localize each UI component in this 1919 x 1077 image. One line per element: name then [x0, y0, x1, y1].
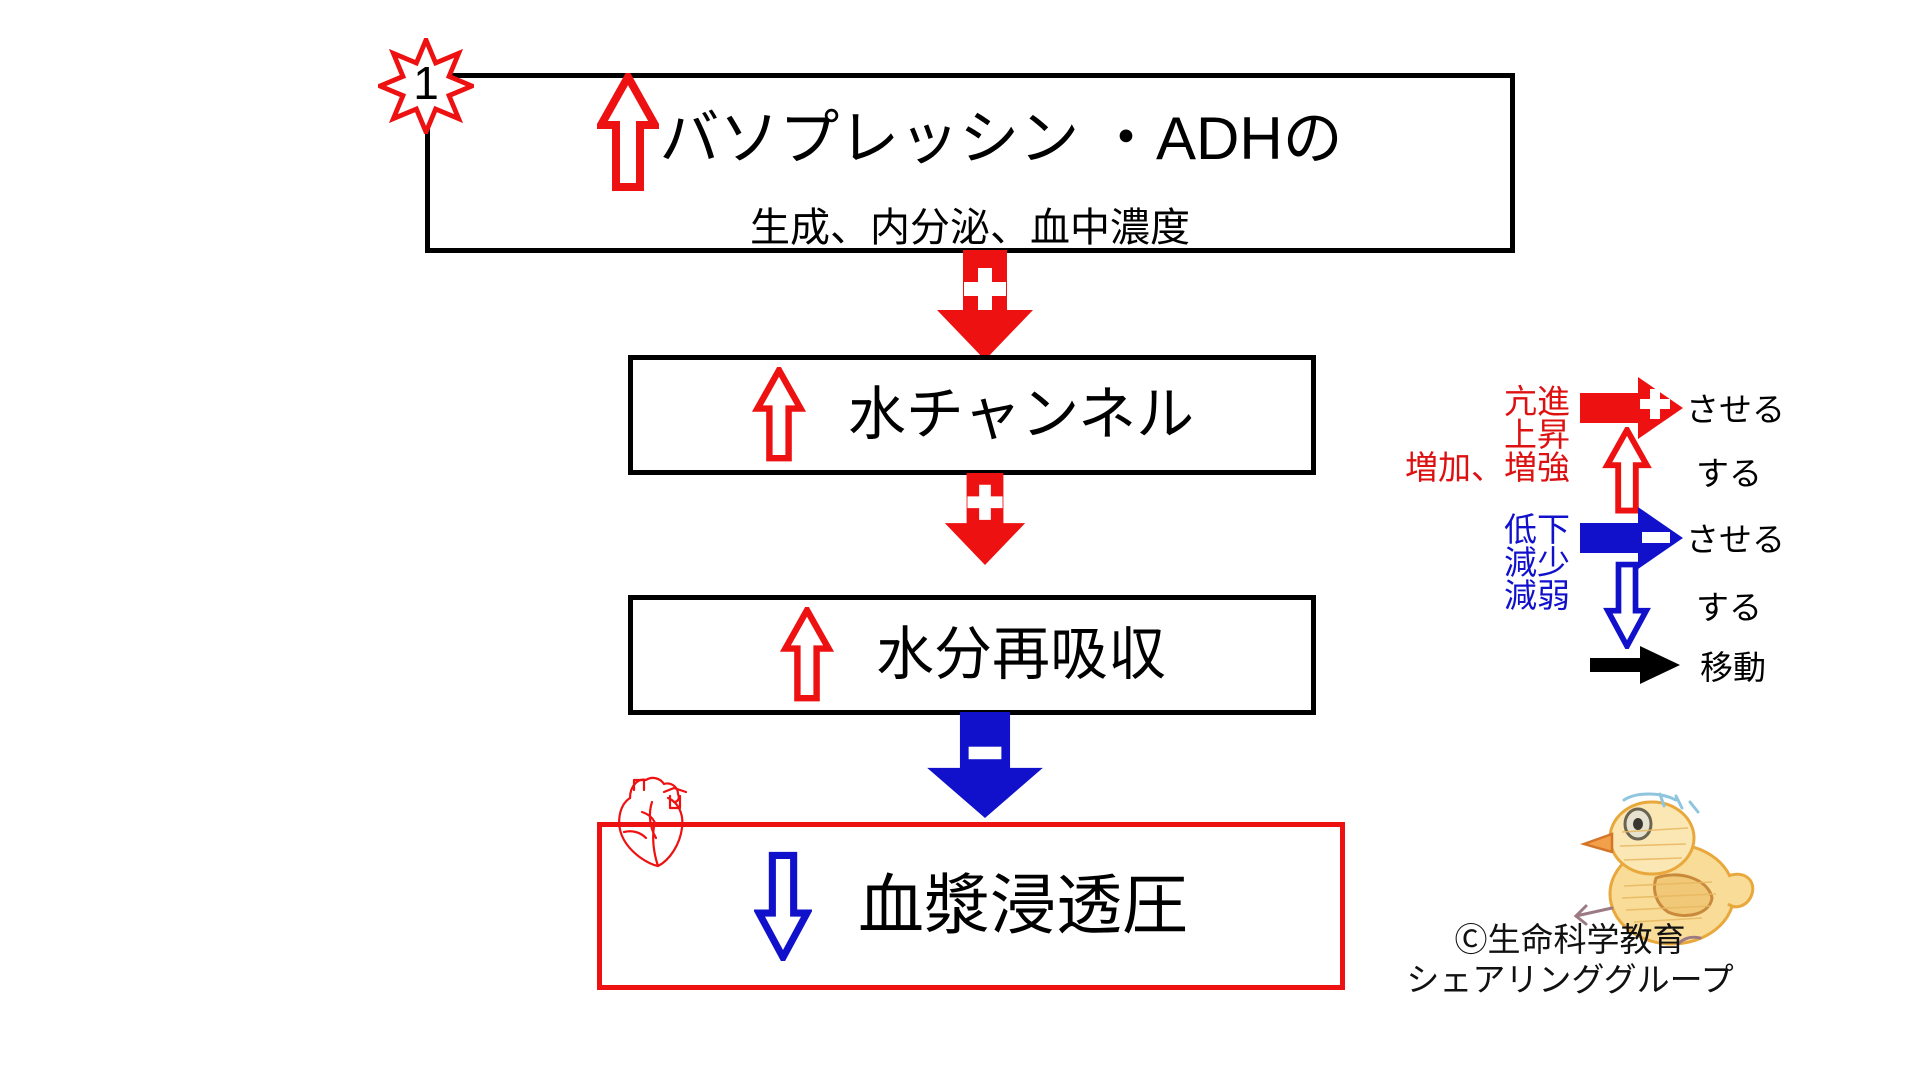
credit-line-2: シェアリンググループ: [1406, 960, 1734, 998]
step-number-label: 1: [413, 57, 439, 109]
legend-verb-decrease-causative: させる: [1686, 521, 1785, 558]
box-subtitle-vasopressin: 生成、内分泌、血中濃度: [750, 206, 1190, 250]
red-hollow-up-arrow-icon: [1596, 427, 1658, 515]
connector-red-plus-down-arrow-1: [930, 250, 1040, 360]
connector-red-plus-down-arrow-2: [930, 473, 1040, 565]
connector-blue-minus-down-arrow: [915, 712, 1055, 818]
credit-line-1: Ⓒ生命科学教育: [1454, 921, 1686, 958]
box-label-plasma-osmolality: 血漿浸透圧: [858, 868, 1188, 943]
red-hollow-up-arrow-icon: [750, 367, 808, 463]
flow-box-plasma-osmolality[interactable]: 血漿浸透圧: [597, 822, 1345, 990]
flow-box-vasopressin[interactable]: バソプレッシン ・ADHの 生成、内分泌、血中濃度: [425, 73, 1515, 253]
heart-anatomy-icon: [608, 768, 698, 873]
black-right-arrow-icon: [1590, 645, 1682, 685]
legend-verb-increase-causative: させる: [1686, 391, 1785, 428]
copyright-credit: Ⓒ生命科学教育 シェアリンググループ: [1360, 920, 1780, 999]
chick-mascot-icon: [1560, 790, 1780, 950]
blue-hollow-down-arrow-icon: [754, 851, 812, 961]
legend-increase-terms: 亢進 上昇 増加、増強: [1405, 383, 1570, 486]
box-title-vasopressin: バソプレッシン ・ADHの: [659, 104, 1343, 172]
red-hollow-up-arrow-icon: [778, 607, 836, 703]
legend-verb-increase-intransitive: する: [1696, 455, 1762, 492]
legend-decrease-terms: 低下 減少 減弱: [1504, 511, 1570, 614]
blue-hollow-down-arrow-icon: [1596, 561, 1658, 649]
legend: 亢進 上昇 増加、増強 させる する 低下 減少 減弱 させる: [1400, 365, 1820, 686]
flow-box-water-reabsorption[interactable]: 水分再吸収: [628, 595, 1316, 715]
flow-box-water-channel[interactable]: 水チャンネル: [628, 355, 1316, 475]
red-plus-right-arrow-icon: [1580, 375, 1685, 441]
step-number-badge: 1: [378, 38, 474, 134]
legend-verb-decrease-intransitive: する: [1696, 589, 1762, 626]
red-hollow-up-arrow-icon: [597, 73, 660, 193]
blue-minus-right-arrow-icon: [1580, 505, 1685, 571]
legend-verb-movement: 移動: [1700, 649, 1766, 686]
box-label-water-channel: 水チャンネル: [847, 381, 1195, 447]
box-label-water-reabsorption: 水分再吸収: [875, 621, 1166, 687]
